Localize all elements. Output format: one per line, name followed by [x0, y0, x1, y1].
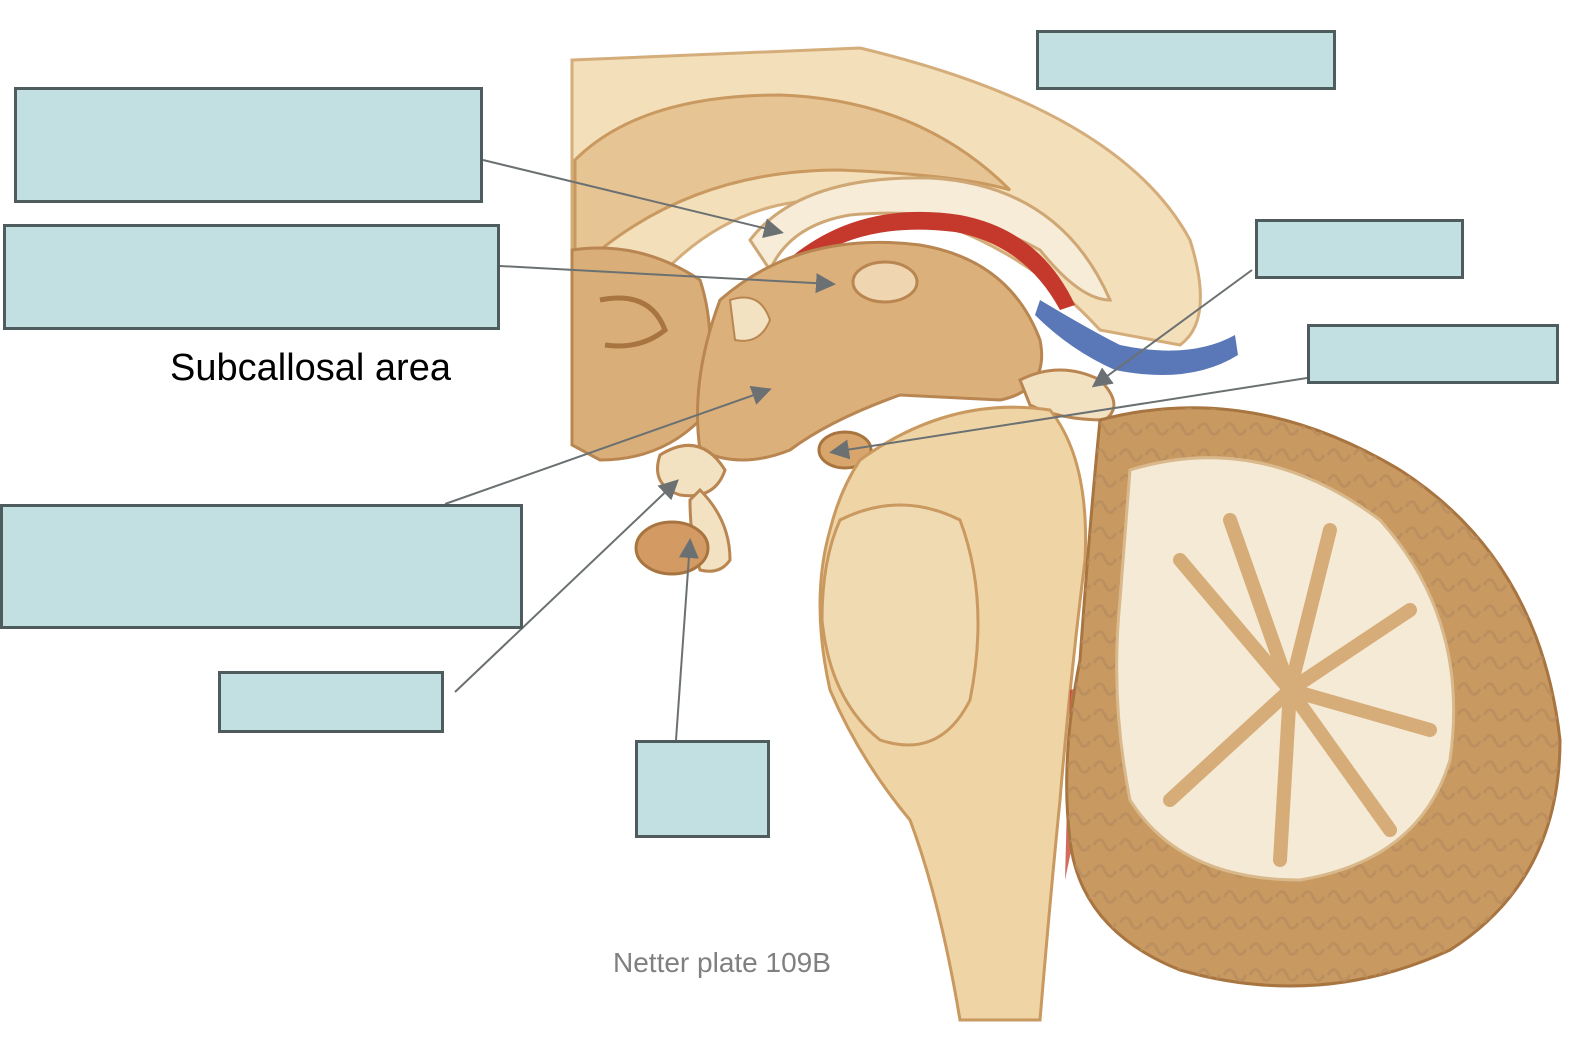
pineal-tectum — [1018, 368, 1116, 422]
interthalamic-adhesion — [851, 260, 919, 304]
anterior-commissure — [728, 296, 772, 342]
label-box-7[interactable] — [218, 671, 444, 733]
pons — [820, 503, 980, 747]
label-box-2[interactable] — [14, 87, 483, 203]
leader-line-7 — [829, 377, 1308, 460]
subcallosal-area-caption: Subcallosal area — [170, 347, 451, 389]
leader-line-6 — [1091, 269, 1253, 388]
frontal-lobe-region — [570, 246, 712, 462]
source-credit: Netter plate 109B — [613, 947, 831, 978]
great-cerebral-vein — [1035, 300, 1238, 375]
label-box-3[interactable] — [3, 224, 500, 330]
artery — [790, 211, 1075, 310]
arbor-vitae-branches — [1163, 513, 1437, 867]
label-box-1[interactable] — [1036, 30, 1336, 90]
leader-line-2 — [499, 265, 836, 294]
leader-lines — [444, 159, 1308, 741]
cingulate-gyrus — [573, 93, 1012, 263]
label-box-8[interactable] — [635, 740, 770, 838]
frontal-sulcus — [599, 295, 668, 349]
corpus-callosum — [748, 176, 1113, 302]
leader-line-3 — [444, 385, 772, 505]
leader-line-5 — [675, 538, 699, 741]
pituitary-gland — [634, 520, 710, 576]
leader-line-1 — [482, 159, 784, 238]
label-box-6[interactable] — [0, 504, 523, 629]
label-box-4[interactable] — [1255, 219, 1464, 279]
label-box-5[interactable] — [1307, 324, 1559, 384]
leader-line-4 — [454, 479, 679, 693]
